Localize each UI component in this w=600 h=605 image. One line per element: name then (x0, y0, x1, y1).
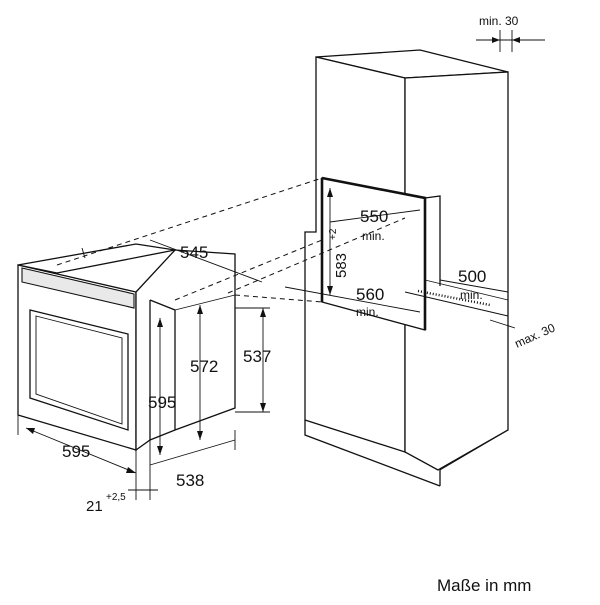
dimension-lines (17, 30, 545, 500)
label-545: 545 (180, 243, 208, 262)
niche-depth (424, 195, 441, 286)
dim-max30-line (489, 319, 516, 329)
vent-slot (417, 289, 491, 307)
cabinet-plinth-line (304, 420, 441, 487)
label-560: 560 (356, 285, 384, 304)
label-500-min: min. (460, 288, 483, 302)
label-595-side: 595 (148, 393, 176, 412)
label-583: 583 (333, 253, 350, 278)
dim-545-line (149, 239, 263, 283)
label-500: 500 (458, 267, 486, 286)
dim-595-front-arrow-l (26, 428, 35, 434)
oven (17, 243, 236, 452)
label-595-front: 595 (62, 442, 90, 461)
dim-min30-arrow-r (512, 37, 520, 43)
oven-control-panel (21, 267, 135, 309)
dim-537-arrow-t (260, 308, 266, 317)
oven-top (17, 243, 176, 274)
dim-595-side-arrow-t (157, 318, 163, 327)
dimension-labels: min. 30 550 min. 583 +2 545 500 min. 560… (62, 14, 558, 515)
dim-572-arrow-t (197, 305, 203, 314)
label-21-tol: +2,5 (106, 492, 126, 503)
proj-bottom (234, 294, 323, 303)
dim-572-arrow-b (197, 431, 203, 440)
dim-500-line (439, 279, 509, 293)
label-560-min: min. (356, 305, 379, 319)
label-550: 550 (360, 207, 388, 226)
oven-window-inner (35, 315, 123, 425)
label-min30-top: min. 30 (479, 14, 519, 28)
oven-body-top-edge (174, 294, 236, 311)
label-538: 538 (176, 471, 204, 490)
label-21: 21 (86, 498, 103, 515)
dim-595-front-arrow-r (126, 467, 136, 473)
cabinet-side (404, 71, 509, 471)
dim-min30-arrow-l (492, 37, 500, 43)
dim-538-line (149, 439, 236, 466)
dim-560-line (284, 286, 421, 313)
dim-583-arrow-b (327, 286, 333, 295)
proj-top-left (56, 177, 323, 266)
dim-537-arrow-b (260, 403, 266, 412)
label-max30: max. 30 (513, 320, 558, 350)
niche-floor-line-2 (404, 291, 509, 317)
label-537: 537 (243, 347, 271, 366)
cabinet-floor-edge (439, 429, 509, 471)
dim-550-line (329, 209, 421, 223)
label-572: 572 (190, 357, 218, 376)
oven-side (135, 249, 236, 452)
dim-595-front-line (25, 427, 137, 474)
niche-opening (320, 176, 509, 331)
dim-595-side-arrow-b (157, 446, 163, 455)
dim-583-arrow-t (327, 188, 333, 197)
dim-545-ext (81, 247, 86, 259)
niche-floor-line (424, 279, 509, 301)
label-550-min: min. (362, 229, 385, 243)
units-caption: Maße in mm (437, 576, 531, 595)
label-583-tol: +2 (328, 228, 339, 240)
projection-lines (56, 177, 406, 303)
